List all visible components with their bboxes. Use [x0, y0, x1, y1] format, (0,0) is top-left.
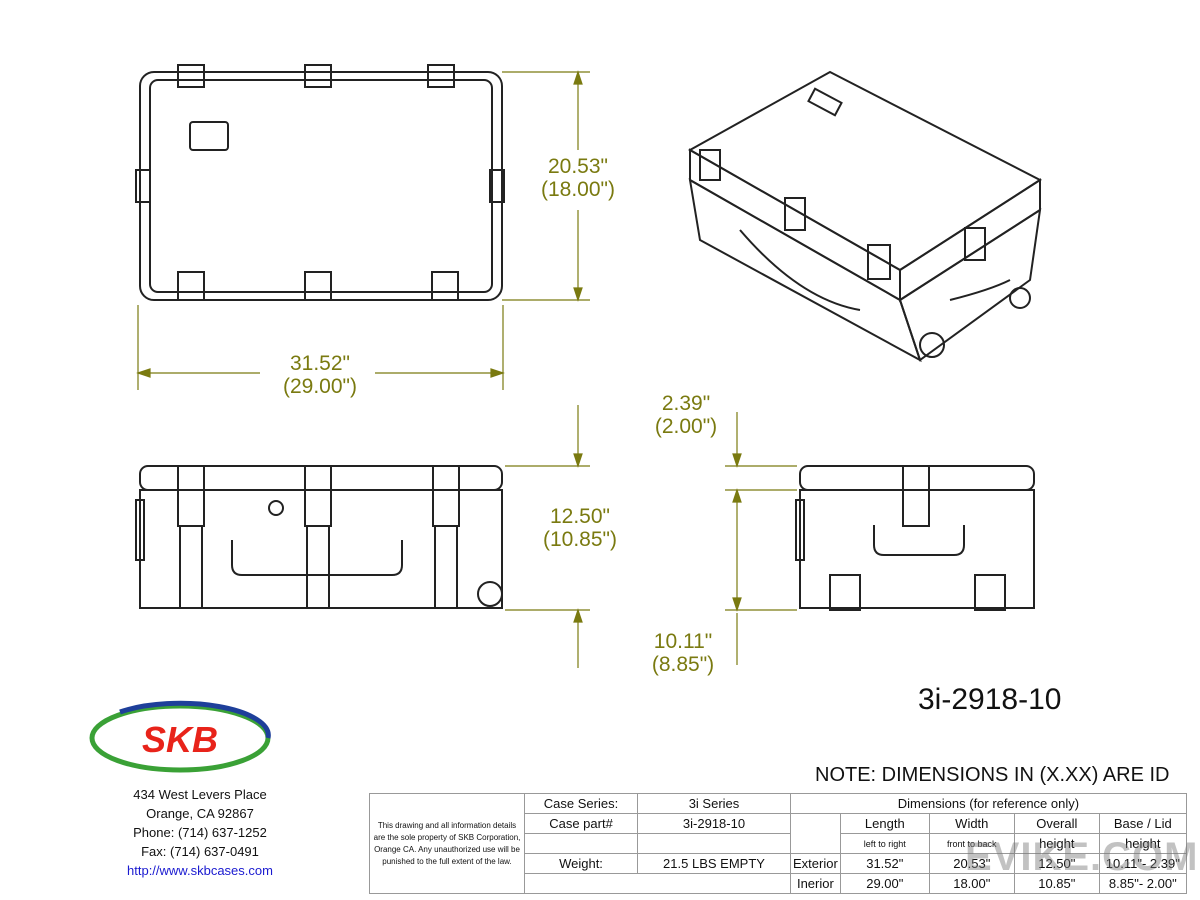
height-ext: 12.50" — [549, 505, 610, 528]
table-row: Inerior 29.00" 18.00" 10.85" 8.85"- 2.00… — [370, 873, 1187, 894]
fax: Fax: (714) 637-0491 — [141, 844, 259, 859]
height-dimension: 12.50"(10.85") — [530, 505, 630, 551]
blank-cell — [637, 833, 791, 854]
base-ext: 10.11" — [653, 630, 713, 653]
cell: 10.85" — [1013, 873, 1100, 894]
col-overall: Overall — [1013, 813, 1100, 834]
case-part-value: 3i-2918-10 — [637, 813, 791, 834]
length-ext: 31.52" — [289, 352, 350, 375]
width-ext: 20.53" — [547, 155, 608, 178]
cell: 10.11"- 2.39" — [1098, 853, 1187, 874]
cell: 29.00" — [839, 873, 930, 894]
cell: 8.85"- 2.00" — [1098, 873, 1187, 894]
spec-table: This drawing and all information details… — [369, 793, 1187, 894]
skb-logo: SKB — [89, 700, 271, 773]
table-row: Weight: 21.5 LBS EMPTY Exterior 31.52" 2… — [370, 853, 1187, 874]
company-address: 434 West Levers Place Orange, CA 92867 P… — [85, 785, 315, 880]
dimension-note: NOTE: DIMENSIONS IN (X.XX) ARE ID — [815, 764, 1170, 786]
address-line: 434 West Levers Place — [133, 787, 267, 802]
height-id: (10.85") — [543, 528, 617, 551]
lid-dimension: 2.39"(2.00") — [636, 392, 736, 438]
disclaimer: This drawing and all information details… — [369, 793, 525, 894]
subcol-base-lid: height — [1098, 833, 1187, 854]
width-id: (18.00") — [541, 178, 615, 201]
width-dimension: 20.53"(18.00") — [528, 155, 628, 201]
case-series-label: Case Series: — [524, 793, 638, 814]
weight-value: 21.5 LBS EMPTY — [637, 853, 791, 874]
case-series-value: 3i Series — [637, 793, 791, 814]
lid-ext: 2.39" — [661, 392, 711, 415]
website-link[interactable]: http://www.skbcases.com — [127, 863, 273, 878]
blank-cell — [790, 813, 841, 854]
col-length: Length — [839, 813, 930, 834]
blank-cell — [524, 873, 791, 894]
subcol-length: left to right — [839, 833, 930, 854]
col-base-lid: Base / Lid — [1098, 813, 1187, 834]
case-part-label: Case part# — [524, 813, 638, 834]
base-id: (8.85") — [651, 653, 715, 676]
col-width: Width — [928, 813, 1015, 834]
cell: 31.52" — [839, 853, 930, 874]
iso-view — [687, 70, 1042, 363]
blank-cell — [524, 833, 638, 854]
address-line: Orange, CA 92867 — [146, 806, 254, 821]
row-label: Exterior — [790, 853, 841, 874]
model-number: 3i-2918-10 — [918, 683, 1062, 716]
length-dimension: 31.52"(29.00") — [270, 352, 370, 398]
watermark: EVIKE.COM — [965, 835, 1199, 879]
lid-id: (2.00") — [654, 415, 718, 438]
svg-text:SKB: SKB — [142, 719, 218, 760]
phone: Phone: (714) 637-1252 — [133, 825, 267, 840]
base-dimension: 10.11"(8.85") — [633, 630, 733, 676]
side-view — [795, 465, 1035, 611]
dimensions-header: Dimensions (for reference only) — [790, 793, 1187, 814]
top-view — [135, 64, 505, 301]
front-view — [135, 465, 503, 609]
row-label: Inerior — [790, 873, 841, 894]
length-id: (29.00") — [283, 375, 357, 398]
cell: 18.00" — [928, 873, 1015, 894]
dimension-lines — [136, 70, 797, 668]
weight-label: Weight: — [524, 853, 638, 874]
